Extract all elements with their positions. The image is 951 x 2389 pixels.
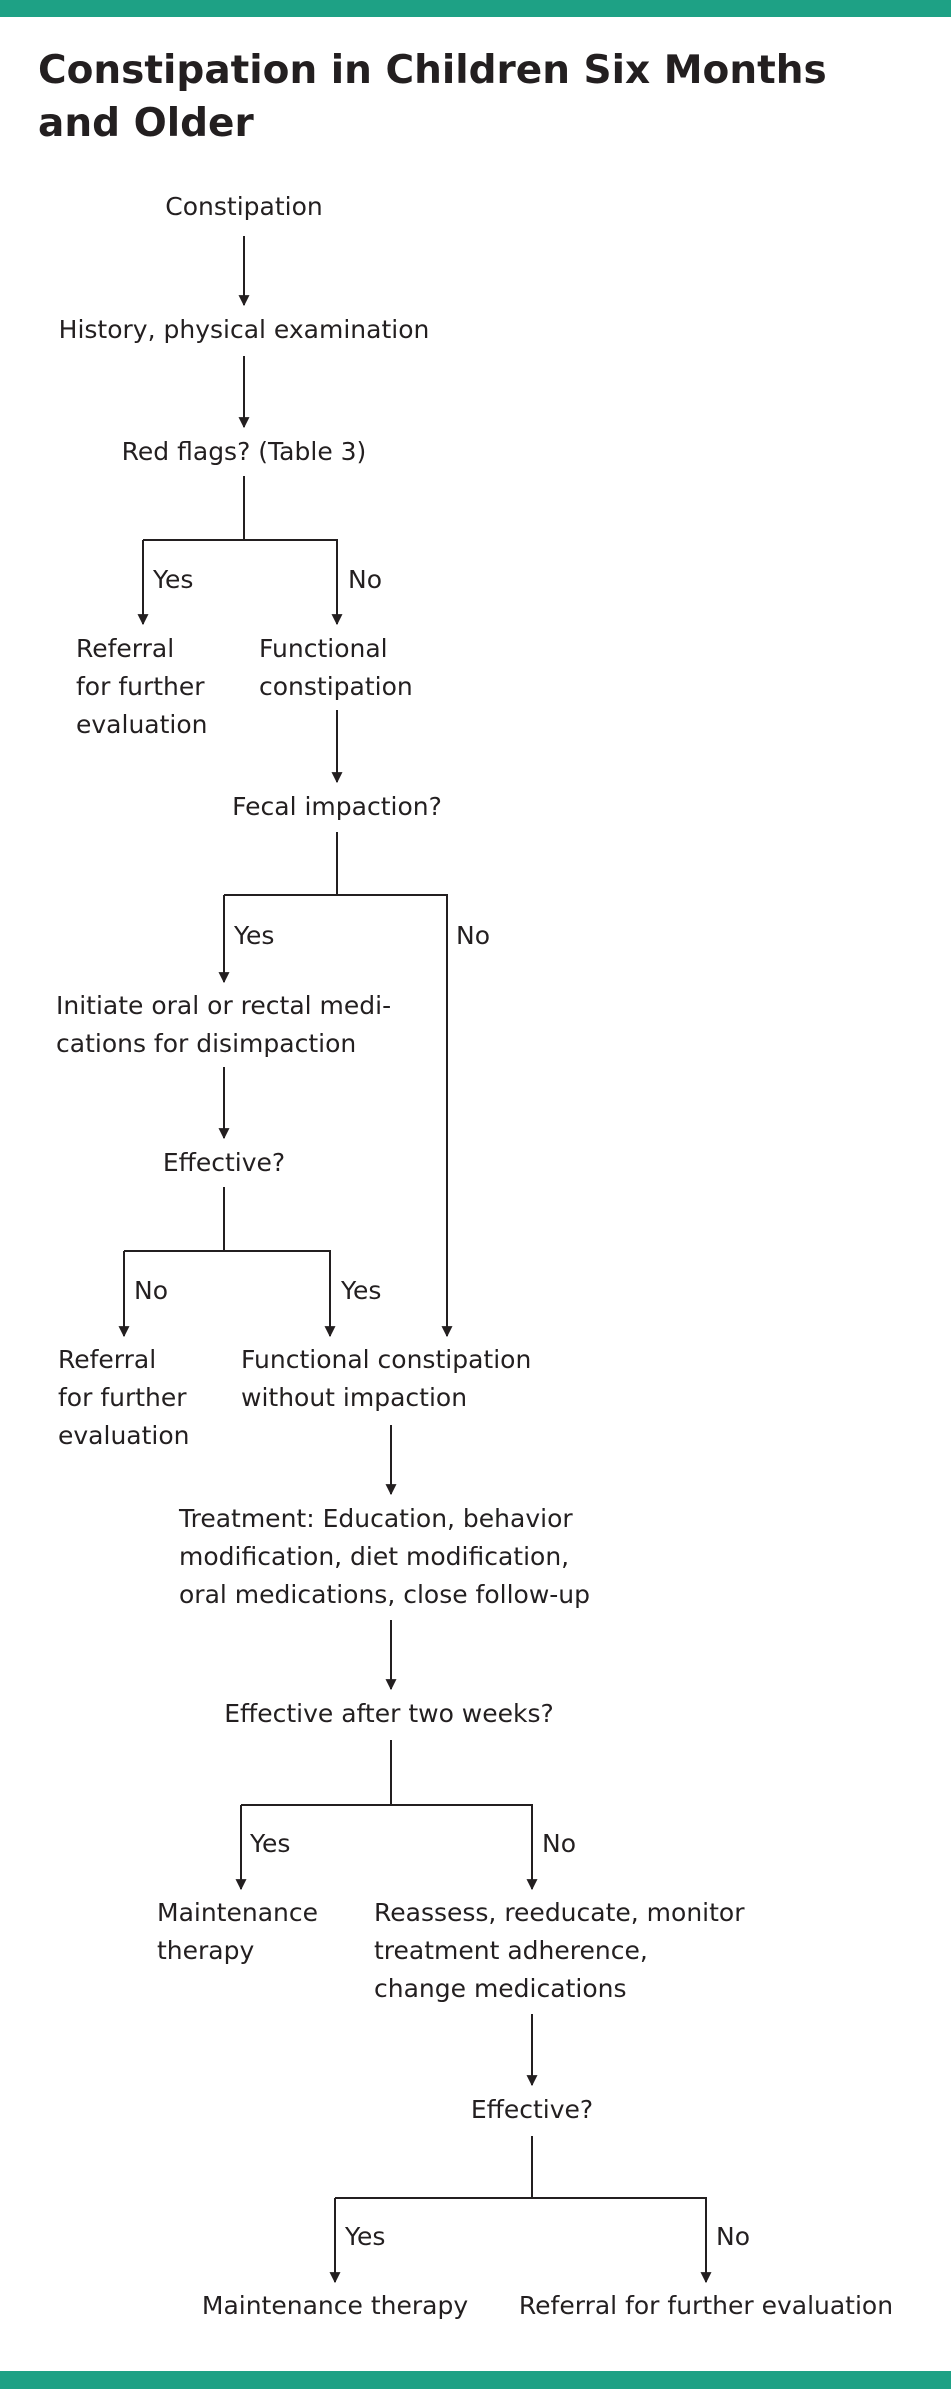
node-effective-2: Effective? xyxy=(471,2091,593,2129)
edge-label-impaction-no: No xyxy=(456,921,490,950)
edge-label-two-weeks-yes: Yes xyxy=(250,1829,291,1858)
edge-label-effective-2-yes: Yes xyxy=(345,2222,386,2251)
node-effective-1: Effective? xyxy=(163,1144,285,1182)
node-line: constipation xyxy=(259,672,413,701)
node-line: Referral xyxy=(58,1345,157,1374)
bottom-accent-bar xyxy=(0,2371,951,2389)
edge-label-effective-2-no: No xyxy=(716,2222,750,2251)
node-functional-without-impaction: Functional constipation without impactio… xyxy=(241,1341,531,1417)
arrow-impaction-no xyxy=(337,894,453,1338)
node-line: Functional xyxy=(259,634,388,663)
title-line: Constipation in Children Six Months xyxy=(38,48,827,93)
arrow-effective-2-no xyxy=(532,2197,712,2284)
node-initiate-disimpaction: Initiate oral or rectal medi- cations fo… xyxy=(56,987,391,1063)
page-title: Constipation in Children Six Months and … xyxy=(38,44,918,150)
node-line: oral medications, close follow-up xyxy=(179,1580,591,1609)
node-line: Maintenance xyxy=(157,1898,318,1927)
node-line: Effective? xyxy=(470,2095,594,2124)
node-line: cations for disimpaction xyxy=(56,1029,357,1058)
split-fecal-impaction xyxy=(224,832,338,896)
node-treatment: Treatment: Education, behavior modificat… xyxy=(179,1500,590,1614)
split-red-flags xyxy=(143,476,245,541)
arrow-effective-1-yes xyxy=(224,1250,336,1338)
node-constipation: Constipation xyxy=(165,188,322,226)
node-line: History, physical examination xyxy=(58,315,430,344)
split-two-weeks xyxy=(241,1740,392,1806)
node-maintenance-1: Maintenance therapy xyxy=(157,1894,318,1970)
node-line: change medications xyxy=(374,1974,627,2003)
node-effective-two-weeks: Effective after two weeks? xyxy=(224,1695,554,1733)
top-accent-bar xyxy=(0,0,951,17)
arrow-two-weeks-no xyxy=(391,1804,538,1891)
node-maintenance-2: Maintenance therapy xyxy=(202,2287,468,2325)
node-line: Fecal impaction? xyxy=(232,792,442,821)
node-referral-3: Referral for further evaluation xyxy=(519,2287,893,2325)
node-line: Maintenance therapy xyxy=(201,2291,469,2320)
node-line: for further xyxy=(58,1383,187,1412)
split-effective-2 xyxy=(335,2136,533,2199)
arrow-red-flags-no xyxy=(244,539,343,626)
edge-label-red-flags-yes: Yes xyxy=(153,565,194,594)
node-functional-constipation: Functional constipation xyxy=(259,630,413,706)
title-line: and Older xyxy=(38,101,254,146)
edge-label-two-weeks-no: No xyxy=(542,1829,576,1858)
node-red-flags: Red flags? (Table 3) xyxy=(122,433,367,471)
node-line: therapy xyxy=(157,1936,255,1965)
node-line: modification, diet modification, xyxy=(179,1542,570,1571)
node-line: Referral xyxy=(76,634,175,663)
node-line: for further xyxy=(76,672,205,701)
node-line: Functional constipation xyxy=(241,1345,532,1374)
node-line: Effective? xyxy=(162,1148,286,1177)
edge-label-red-flags-no: No xyxy=(348,565,382,594)
node-line: evaluation xyxy=(58,1421,190,1450)
node-line: without impaction xyxy=(241,1383,468,1412)
edge-label-effective-1-no: No xyxy=(134,1276,168,1305)
node-line: Constipation xyxy=(165,192,323,221)
node-history: History, physical examination xyxy=(59,311,430,349)
node-line: evaluation xyxy=(76,710,208,739)
edge-label-impaction-yes: Yes xyxy=(234,921,275,950)
node-reassess: Reassess, reeducate, monitor treatment a… xyxy=(374,1894,744,2008)
node-line: Reassess, reeducate, monitor xyxy=(374,1898,745,1927)
node-referral-1: Referral for further evaluation xyxy=(76,630,208,744)
node-line: Red flags? (Table 3) xyxy=(121,437,367,466)
split-effective-1 xyxy=(124,1187,225,1252)
node-line: Effective after two weeks? xyxy=(224,1699,554,1728)
node-fecal-impaction: Fecal impaction? xyxy=(232,788,442,826)
node-line: treatment adherence, xyxy=(374,1936,648,1965)
edge-label-effective-1-yes: Yes xyxy=(341,1276,382,1305)
node-line: Referral for further evaluation xyxy=(518,2291,894,2320)
node-referral-2: Referral for further evaluation xyxy=(58,1341,190,1455)
node-line: Treatment: Education, behavior xyxy=(179,1504,573,1533)
node-line: Initiate oral or rectal medi- xyxy=(56,991,392,1020)
